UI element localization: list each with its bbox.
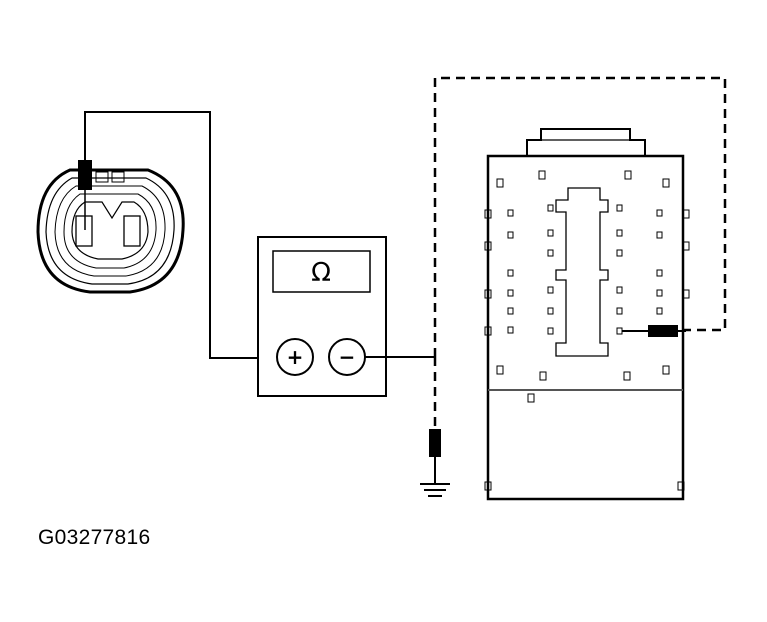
multimeter-icon — [257, 236, 387, 397]
module-icon — [484, 128, 690, 501]
dashed-lead-wire — [433, 76, 727, 357]
connector-icon — [36, 168, 185, 294]
positive-sign: + — [287, 345, 304, 369]
figure-id-label: G03277816 — [38, 526, 151, 549]
module-probe-icon — [622, 325, 686, 337]
positive-terminal — [276, 338, 314, 376]
negative-sign: − — [339, 345, 356, 369]
positive-lead-wire — [84, 111, 278, 359]
probe-icon — [78, 160, 92, 230]
meter-display — [272, 250, 371, 293]
ground-icon — [420, 429, 450, 497]
ohm-symbol: Ω — [311, 258, 331, 288]
